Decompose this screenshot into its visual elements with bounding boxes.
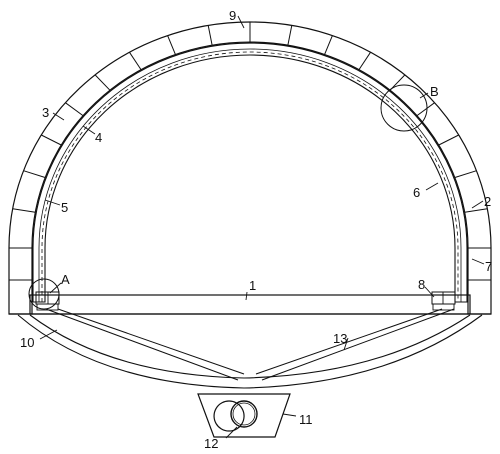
arch-segment-joint <box>207 25 213 46</box>
drainage-trough <box>197 393 291 438</box>
label-10: 10 <box>20 335 34 350</box>
arch-segment-joint <box>129 52 142 70</box>
label-b: B <box>430 84 439 99</box>
label-13: 13 <box>333 331 347 346</box>
bottom-support-arc <box>17 314 483 389</box>
label-4: 4 <box>95 130 102 145</box>
arch-segment-joint <box>287 25 293 46</box>
arch-segment-joint <box>23 170 46 178</box>
arch-segment-joint <box>454 170 477 178</box>
arch-segment-joint <box>65 102 84 117</box>
label-12: 12 <box>204 436 218 451</box>
label-11: 11 <box>299 412 313 427</box>
label-3: 3 <box>42 105 49 120</box>
diagonal-braces <box>45 308 455 381</box>
arch-segment-joint <box>12 208 36 213</box>
label-9: 9 <box>229 8 236 23</box>
drain-pipe <box>230 400 258 428</box>
detail-circle-b <box>380 84 428 132</box>
arch-segment-joint <box>41 134 62 146</box>
label-2: 2 <box>484 194 491 209</box>
label-5: 5 <box>61 200 68 215</box>
label-6: 6 <box>413 185 420 200</box>
right-corner-fitting <box>431 291 456 311</box>
arch-segment-joint <box>358 52 371 70</box>
arch-segment-joint <box>416 102 435 117</box>
leader-lines <box>39 15 485 439</box>
outer-arch-lining <box>8 21 492 315</box>
left-corner-fitting <box>28 278 60 311</box>
arch-segment-joint <box>94 74 111 91</box>
arch-segment-joint <box>464 208 488 213</box>
label-7: 7 <box>485 259 492 274</box>
label-8: 8 <box>418 277 425 292</box>
label-1: 1 <box>249 278 256 293</box>
arch-segment-joint <box>167 35 176 55</box>
label-a: A <box>61 272 70 287</box>
inner-arch-lining <box>32 42 468 303</box>
floor-slab <box>9 294 491 315</box>
arch-segment-joint <box>438 134 459 146</box>
arch-segment-joint <box>324 35 333 55</box>
